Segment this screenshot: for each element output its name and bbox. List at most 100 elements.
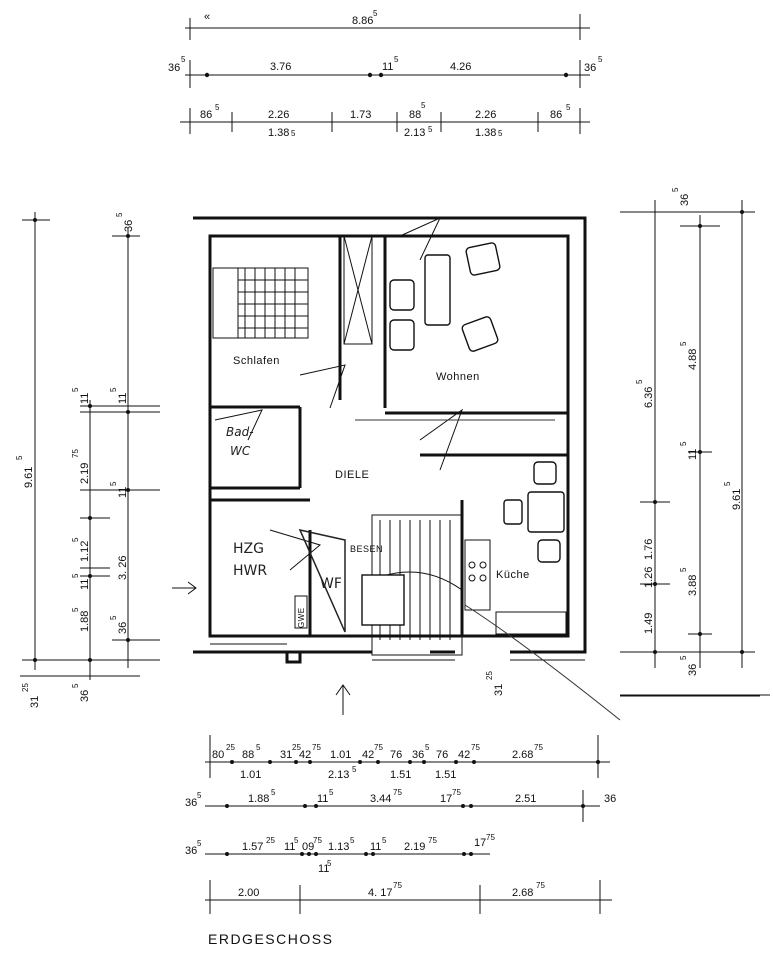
dim-left-a-sup: 5: [71, 387, 80, 392]
dim-right-f: 1.26: [643, 567, 655, 588]
dim-left-i-sup: 25: [21, 683, 30, 692]
dim-top-r1-left-sup: 5: [181, 55, 186, 64]
dim-bottom-r3-e-sup: 5: [382, 836, 387, 845]
dim-bottom-r1-1: 25: [226, 743, 235, 752]
right-dimension-chains: 36 5 4.88 5 6.36 5 11 5 9.61 5 1.76 1.26…: [485, 187, 760, 697]
dim-top-r2-a-sup: 5: [215, 103, 220, 112]
dim-bottom-r1-18: 42: [458, 749, 470, 761]
dim-bottom-r1-sub-1: 2.13: [328, 769, 349, 781]
dim-top-r2-e: 2.26: [475, 109, 496, 121]
dim-bottom-r3-g: 17: [474, 837, 486, 849]
dim-right-j: 31: [493, 684, 505, 696]
dim-bottom-r1-sub-3: 1.51: [390, 769, 411, 781]
dim-bottom-r4-c: 2.68: [512, 887, 533, 899]
dim-left-h-sup: 5: [109, 615, 118, 620]
dim-bottom-r3-f: 2.19: [404, 841, 425, 853]
dim-top-r2-g-sup: 5: [291, 129, 296, 138]
dim-right-d: 9.61: [731, 489, 743, 510]
dim-top-r2-h: 2.13: [404, 127, 425, 139]
dim-top-r1-c: 4.26: [450, 61, 471, 73]
dim-top-r2-f-sup: 5: [566, 103, 571, 112]
dim-bottom-r1-sub-4: 1.51: [435, 769, 456, 781]
dim-bottom-r1-21: 75: [534, 743, 543, 752]
dim-right-top: 36: [679, 194, 691, 206]
dim-bottom-r1-5: 25: [292, 743, 301, 752]
dim-bottom-r1-6: 42: [299, 749, 311, 761]
dim-left-g: 1.88: [79, 611, 91, 632]
dim-bottom-r1-12: 76: [390, 749, 402, 761]
dim-bottom-r2-e: 2.51: [515, 793, 536, 805]
dim-right-a-sup: 5: [679, 341, 688, 346]
dim-bottom-r3-d-sup: 5: [350, 836, 355, 845]
dim-bottom-r3-h-sup: 5: [327, 859, 332, 868]
dim-left-k-sup: 5: [109, 387, 118, 392]
dim-left-a: 11: [79, 393, 91, 404]
dim-top-r2-h-sup: 5: [428, 125, 433, 134]
dim-bottom-r3-left: 36: [185, 845, 197, 857]
dim-bottom-r1-19: 75: [471, 743, 480, 752]
dim-bottom-r2-c-sup: 75: [393, 788, 402, 797]
dim-top-r2-c: 1.73: [350, 109, 371, 121]
bed: [212, 267, 309, 339]
dim-left-b-sup: 75: [71, 449, 80, 458]
dim-bottom-r1-0: 80: [212, 749, 224, 761]
dim-top-r1-b: 11: [382, 61, 393, 73]
dim-top-mark: «: [204, 11, 210, 23]
plan-title: ERDGESCHOSS: [208, 931, 333, 947]
dim-bottom-r2-d: 17: [440, 793, 452, 805]
dim-bottom-r3-b-sup: 5: [294, 836, 299, 845]
dim-top-r2-d: 88: [409, 109, 421, 121]
building-walls: [193, 216, 587, 664]
dim-bottom-r1-20: 2.68: [512, 749, 533, 761]
dim-right-g: 3.88: [687, 575, 699, 596]
dim-left-top-sup: 5: [115, 212, 124, 217]
dim-bottom-r3-d: 1.13: [328, 841, 349, 853]
dim-right-h: 1.49: [643, 613, 655, 634]
room-label-bad-line2: WC: [230, 444, 251, 458]
left-dimension-chains: 9.61 5 36 5 11 5 11 5 2.19 75 11 5 1.12 …: [15, 212, 160, 708]
dim-bottom-r1-8: 1.01: [330, 749, 351, 761]
dim-left-b: 2.19: [79, 463, 91, 484]
dim-left-k: 11: [117, 393, 129, 404]
dim-bottom-r3-a-sup: 25: [266, 836, 275, 845]
room-label-hzg: HZG: [233, 541, 264, 557]
dim-right-e: 1.76: [643, 539, 655, 560]
dim-bottom-r2-c: 3.44: [370, 793, 391, 805]
dim-bottom-r2-left-sup: 5: [197, 791, 202, 800]
dim-right-b: 6.36: [643, 387, 655, 408]
dim-right-b-sup: 5: [635, 379, 644, 384]
dim-top-total: 8.86: [352, 15, 373, 27]
dim-right-d-sup: 5: [723, 481, 732, 486]
dim-top-total-sup: 5: [373, 9, 378, 18]
room-label-besen: BESEN: [350, 544, 383, 554]
dim-left-f: 11: [79, 579, 91, 590]
dim-bottom-r1-sub-2: 5: [352, 765, 357, 774]
dim-left-j: 36: [79, 690, 91, 702]
dim-left-e: 3. 26: [117, 556, 129, 580]
dim-right-j-sup: 25: [485, 671, 494, 680]
dim-bottom-r2-a-sup: 5: [271, 788, 276, 797]
dim-bottom-r3-e: 11: [370, 841, 381, 853]
room-label-wf: WF: [320, 576, 342, 592]
dim-bottom-r2-d-sup: 75: [452, 788, 461, 797]
dim-bottom-r1-4: 31: [280, 749, 292, 761]
bedroom-wardrobe: [343, 235, 373, 345]
dim-left-d-sup: 5: [71, 537, 80, 542]
dim-bottom-r2-left: 36: [185, 797, 197, 809]
dim-bottom-r2-b: 11: [317, 793, 328, 805]
dim-top-r2-a: 86: [200, 109, 212, 121]
handwritten-overlay: [172, 419, 621, 721]
dim-top-r1-a: 3.76: [270, 61, 291, 73]
top-dimension-chains: 8.86 5 « 36 5 3.76 11 5 4.26 36 5 86 5 2…: [168, 9, 603, 139]
room-label-diele: DIELE: [335, 469, 369, 481]
dim-right-i-sup: 5: [679, 655, 688, 660]
dim-bottom-r1-7: 75: [312, 743, 321, 752]
living-furniture: [389, 242, 567, 635]
dim-bottom-r1-11: 75: [374, 743, 383, 752]
dim-top-r2-f: 86: [550, 109, 562, 121]
dim-right-i: 36: [687, 664, 699, 676]
room-label-gwe: GWE: [297, 607, 306, 628]
dim-top-r2-b: 2.26: [268, 109, 289, 121]
dim-top-r2-g: 1.38: [268, 127, 289, 139]
staircase: [361, 514, 463, 656]
